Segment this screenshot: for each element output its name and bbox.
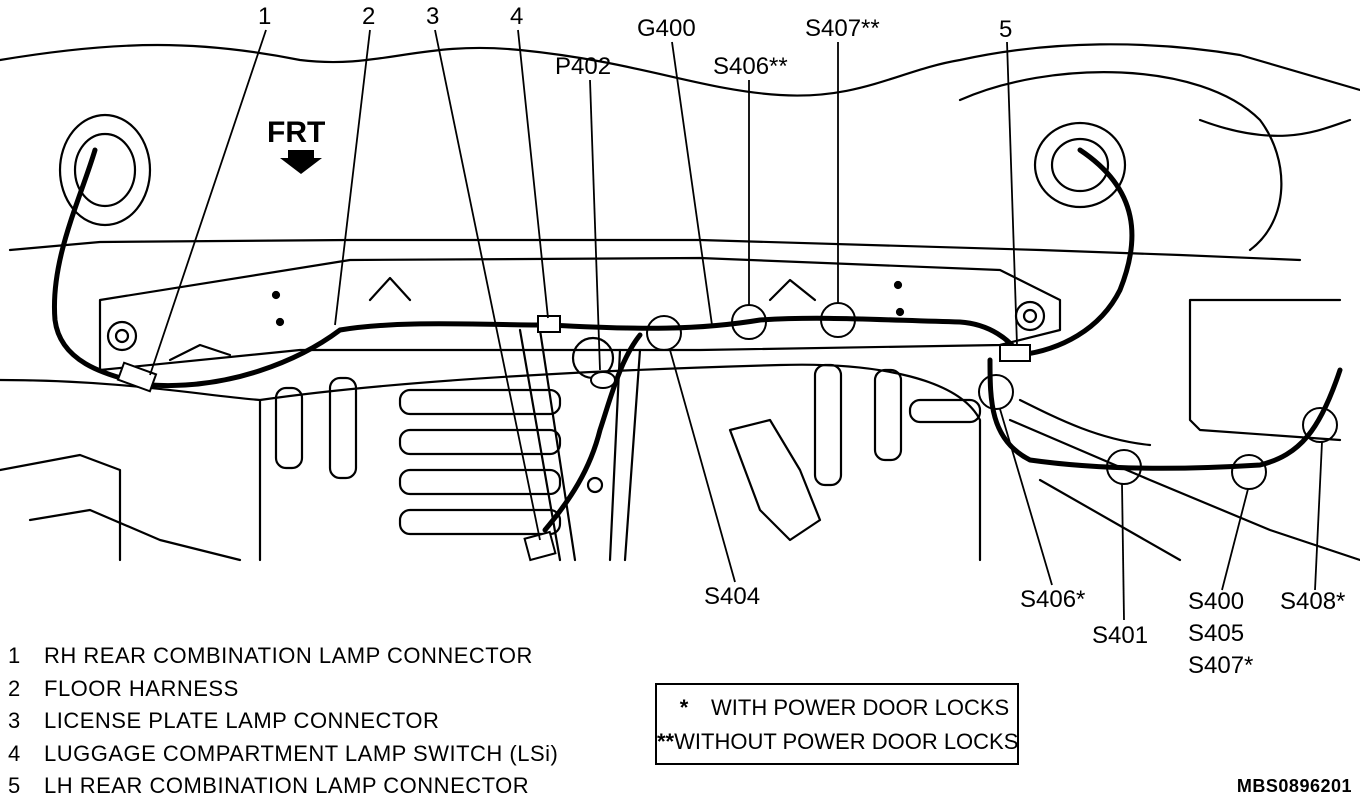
leader-s408 [1314,441,1323,591]
floor-slot [274,386,304,470]
note-row: ** WITHOUT POWER DOOR LOCKS [657,725,1019,759]
legend-item: 4 LUGGAGE COMPARTMENT LAMP SWITCH (LSi) [8,738,558,771]
lh-harness-wire [1017,147,1135,358]
license-branch-wire [542,332,643,533]
label-s405: S405 [1188,620,1245,647]
leader-s400 [1221,488,1249,591]
note-text: WITHOUT POWER DOOR LOCKS [674,729,1019,754]
callout-4: 4 [510,3,523,30]
label-s400: S400 [1188,588,1244,615]
label-s406-bottom: S406* [1020,586,1085,613]
splice-s400-circle [1231,454,1267,490]
leader-s406-bottom [999,408,1053,586]
license-plate-connector [523,530,557,562]
leader-2 [334,29,371,326]
note-row: * WITH POWER DOOR LOCKS [657,691,1017,725]
label-s404: S404 [704,583,760,610]
leader-5 [1006,41,1018,346]
legend-number: 1 [8,643,21,669]
legend-text: LICENSE PLATE LAMP CONNECTOR [44,708,440,734]
splice-s406-bottom-circle [978,374,1014,410]
legend-item: 2 FLOOR HARNESS [8,673,558,706]
splice-s401-circle [1106,449,1142,485]
rear-crossmember [98,256,1062,372]
label-s407-top: S407** [805,15,880,42]
leader-3 [434,29,541,541]
label-p402: P402 [555,53,611,80]
legend-number: 2 [8,675,21,701]
legend-item: 5 LH REAR COMBINATION LAMP CONNECTOR [8,770,558,803]
note-text: WITH POWER DOOR LOCKS [711,695,1010,720]
callout-2: 2 [362,3,375,30]
component-legend: 1 RH REAR COMBINATION LAMP CONNECTOR 2 F… [8,640,558,803]
body-panel-outline [0,43,1360,97]
label-s406-top: S406** [713,53,788,80]
rh-lamp-connector [116,361,158,393]
splice-s404-circle [646,315,682,351]
legend-text: FLOOR HARNESS [44,675,239,701]
callout-5: 5 [999,16,1012,43]
leader-s401 [1121,483,1125,620]
legend-item: 3 LICENSE PLATE LAMP CONNECTOR [8,705,558,738]
legend-text: RH REAR COMBINATION LAMP CONNECTOR [44,643,533,669]
floor-harness-wire [51,147,1023,389]
symbol-notes-box: * WITH POWER DOOR LOCKS ** WITHOUT POWER… [655,683,1019,765]
leader-4 [517,29,549,319]
inner-panel-outline [8,238,1302,262]
label-s408: S408* [1280,588,1345,615]
left-wheel-well [58,113,152,227]
lamp-socket [106,320,138,352]
figure-reference-code: MBS0896201 [1236,776,1352,796]
legend-number: 4 [8,740,21,766]
floor-pan [0,363,982,562]
legend-number: 3 [8,708,21,734]
leader-g400 [671,41,713,326]
callout-1: 1 [258,3,271,30]
frt-arrow-icon [280,150,322,174]
leader-p402 [589,79,601,371]
frt-label: FRT [267,116,325,149]
leader-1 [149,29,267,376]
callout-3: 3 [426,3,439,30]
harness-diagram: FRT 1 2 3 4 5 G400 P402 S406** S407** S4… [0,3,1360,620]
right-wheel-well [1033,121,1127,209]
leader-s404 [669,349,736,583]
legend-text: LH REAR COMBINATION LAMP CONNECTOR [44,773,530,799]
legend-text: LUGGAGE COMPARTMENT LAMP SWITCH (LSi) [44,740,559,766]
label-s407-bottom: S407* [1188,652,1254,679]
lh-lamp-connector [999,344,1031,362]
luggage-switch-connector [537,315,561,333]
label-s401: S401 [1092,622,1149,649]
note-symbol: ** [657,729,675,754]
label-g400: G400 [637,15,696,42]
splice-s408-circle [1302,407,1338,443]
legend-number: 5 [8,773,21,799]
legend-item: 1 RH REAR COMBINATION LAMP CONNECTOR [8,640,558,673]
rh-branch-wire [987,357,1343,471]
note-symbol: * [679,695,689,720]
